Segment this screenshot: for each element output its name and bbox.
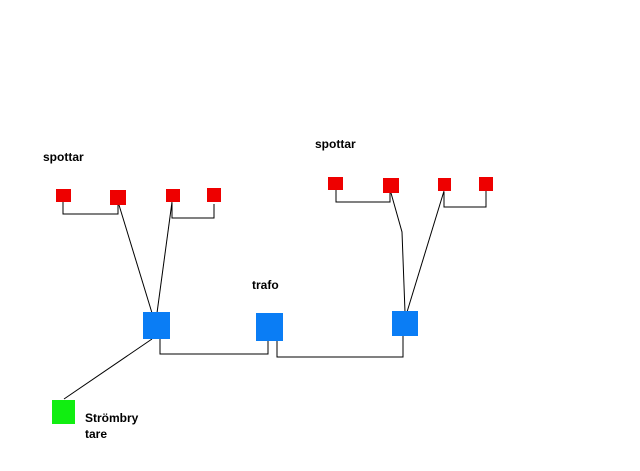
label-spottar-left: spottar	[43, 150, 84, 164]
wire-right-spot2-transformer	[390, 192, 406, 313]
label-strombrytare: Strömbry tare	[85, 411, 139, 441]
wire-switch-left-transformer	[63, 338, 153, 400]
spot-left-3	[166, 189, 180, 202]
wire-left-transformer-trafo	[159, 339, 269, 355]
spot-left-2	[110, 190, 126, 205]
spot-right-3	[438, 178, 451, 191]
wire-left-spot1-spot2	[62, 202, 119, 215]
wire-right-spot3-transformer	[406, 190, 445, 313]
transformer-right	[392, 311, 418, 336]
wire-left-spot3-transformer	[156, 201, 173, 314]
wire-right-spot3-spot4	[443, 190, 487, 208]
spot-right-1	[328, 177, 343, 190]
spot-left-1	[56, 189, 71, 202]
label-spottar-right: spottar	[315, 137, 356, 151]
wire-left-spot3-spot4	[171, 203, 215, 219]
transformer-trafo	[256, 313, 283, 341]
spot-left-4	[207, 188, 221, 202]
wire-right-spot1-spot2	[335, 190, 391, 203]
label-trafo: trafo	[252, 278, 279, 292]
transformer-left	[143, 312, 170, 339]
wire-trafo-right-transformer	[276, 335, 404, 358]
wire-left-spot2-transformer	[118, 204, 153, 314]
spot-right-4	[479, 177, 493, 191]
spot-right-2	[383, 178, 399, 193]
switch-box	[52, 400, 75, 424]
